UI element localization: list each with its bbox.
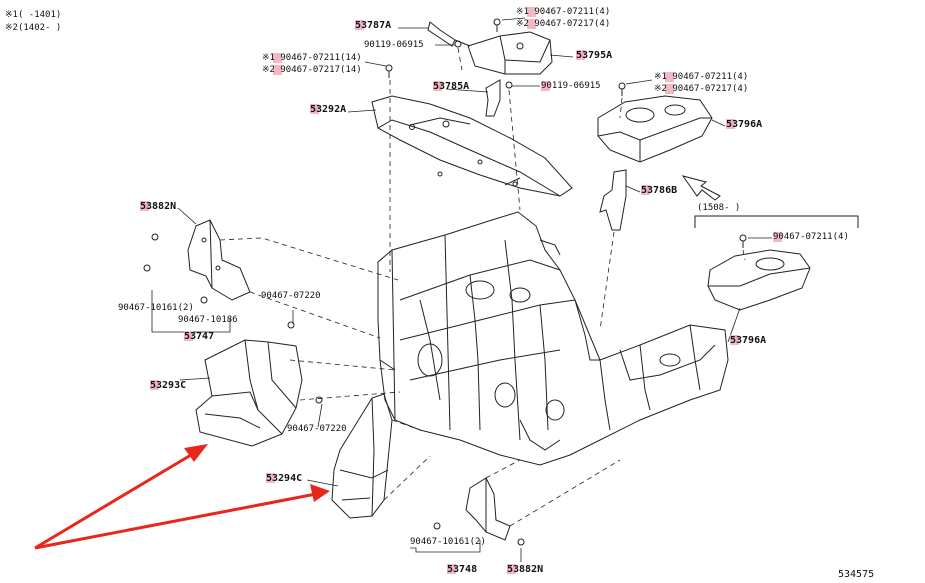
fastener-label-top-1: ※1 90467-07211(4) xyxy=(516,7,611,17)
fastener-label-screw-top: 90119-06915 xyxy=(364,40,424,50)
bracket-53785A xyxy=(485,79,501,117)
fastener-label-left-2: ※2 90467-07217(14) xyxy=(262,65,362,75)
part-label-53795A: 53795A xyxy=(576,50,613,61)
part-label-53796A-lower: 53796A xyxy=(730,335,767,346)
bracket-53795A xyxy=(467,31,553,75)
note-2: ※2(1402- ) xyxy=(5,23,62,33)
part-label-53882N-bottom: 53882N xyxy=(507,564,544,575)
front-frame-assembly xyxy=(377,211,729,466)
note-1: ※1( -1401) xyxy=(5,10,62,20)
part-label-53293C: 53293C xyxy=(150,380,187,391)
fastener-label-10186: 90467-10186 xyxy=(178,315,238,325)
fastener-label-left-1: ※1 90467-07211(14) xyxy=(262,53,362,63)
bracket-53786B xyxy=(599,169,627,231)
leader-lines xyxy=(151,17,772,562)
part-label-53882N-left: 53882N xyxy=(140,201,177,212)
part-label-53787A: 53787A xyxy=(355,20,392,31)
part-label-53785A: 53785A xyxy=(433,81,470,92)
fastener-icons xyxy=(143,18,747,546)
part-label-53786B: 53786B xyxy=(641,185,678,196)
red-arrows xyxy=(34,444,330,550)
fastener-label-07220-a: 90467-07220 xyxy=(261,291,321,301)
fastener-label-right-2: ※2 90467-07217(4) xyxy=(654,84,749,94)
range-note-1508: (1508- ) xyxy=(697,203,741,213)
part-label-53747: 53747 xyxy=(184,331,215,342)
range-bracket xyxy=(694,215,859,228)
bracket-53748 xyxy=(465,477,511,541)
fastener-label-1508: 90467-07211(4) xyxy=(773,232,849,242)
part-label-53748: 53748 xyxy=(447,564,478,575)
cover-53292A xyxy=(371,95,573,197)
bracket-53796A-lower xyxy=(707,249,811,311)
part-label-53292A: 53292A xyxy=(310,104,347,115)
fastener-label-07220-b: 90467-07220 xyxy=(287,424,347,434)
part-label-53796A-upper: 53796A xyxy=(726,119,763,130)
fastener-label-10161-left: 90467-10161(2) xyxy=(118,303,194,313)
dashed-reference-lines xyxy=(219,47,746,527)
fastener-label-right-1: ※1 90467-07211(4) xyxy=(654,72,749,82)
pointer-arrow-outline xyxy=(681,175,721,201)
part-label-53294C: 53294C xyxy=(266,473,303,484)
fastener-label-top-2: ※2 90467-07217(4) xyxy=(516,19,611,29)
diagram-id: 534575 xyxy=(838,569,875,580)
bracket-53747 xyxy=(187,219,251,301)
fastener-label-10161-bottom: 90467-10161(2) xyxy=(410,537,486,547)
panel-53294C xyxy=(331,393,393,519)
fastener-label-screw-mid: 90119-06915 xyxy=(541,81,601,91)
panel-53293C xyxy=(195,339,303,447)
bracket-53796A-upper xyxy=(597,95,713,163)
bracket-53787A xyxy=(427,21,471,47)
